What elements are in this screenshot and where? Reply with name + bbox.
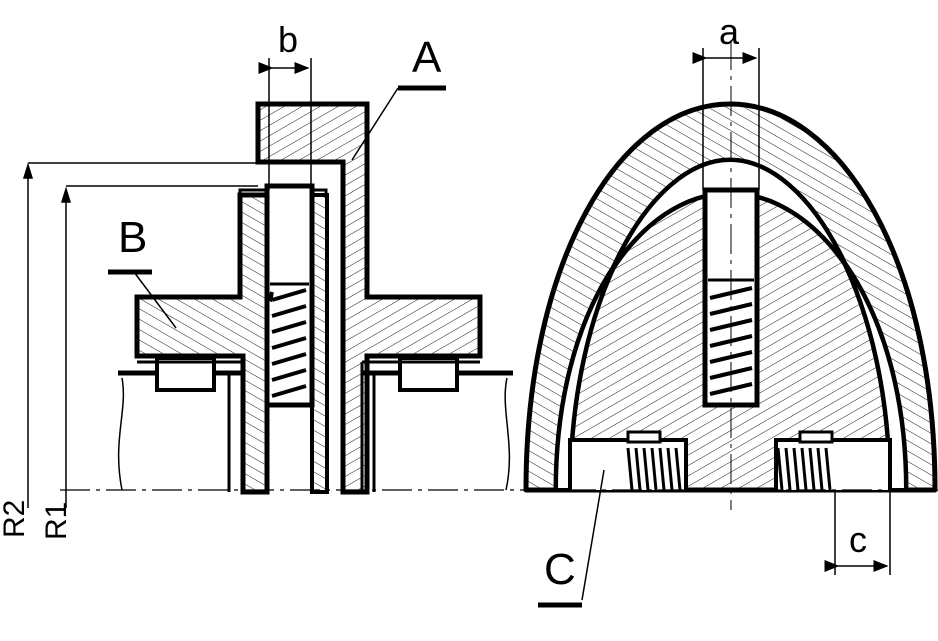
right-section-view xyxy=(520,40,938,510)
leader-c xyxy=(581,469,605,601)
break-line-right xyxy=(504,377,511,491)
coil-spring-bottom-right xyxy=(776,447,832,491)
coil-spring-left xyxy=(269,288,307,398)
part-c-label: C xyxy=(544,545,576,594)
radius-r1-label: R1 xyxy=(40,502,73,540)
dim-c-label: c xyxy=(849,519,867,560)
radius-r2-label: R2 xyxy=(0,500,31,538)
coil-spring-bottom-left xyxy=(626,447,682,491)
break-line-left xyxy=(117,377,125,491)
slot-right xyxy=(774,438,892,490)
dimension-b xyxy=(258,58,312,190)
dimension-a xyxy=(692,48,760,190)
leader-b xyxy=(133,271,177,329)
part-b-label: B xyxy=(118,213,147,262)
leader-a xyxy=(351,87,399,161)
part-a-label: A xyxy=(412,33,442,82)
left-section-view xyxy=(60,101,518,495)
part-b-body xyxy=(134,192,270,495)
dimension-c xyxy=(824,490,891,575)
part-a-step-line xyxy=(258,159,346,492)
radius-dimensions xyxy=(22,162,258,508)
dim-a-label: a xyxy=(719,11,740,52)
dim-b-label: b xyxy=(278,19,298,60)
